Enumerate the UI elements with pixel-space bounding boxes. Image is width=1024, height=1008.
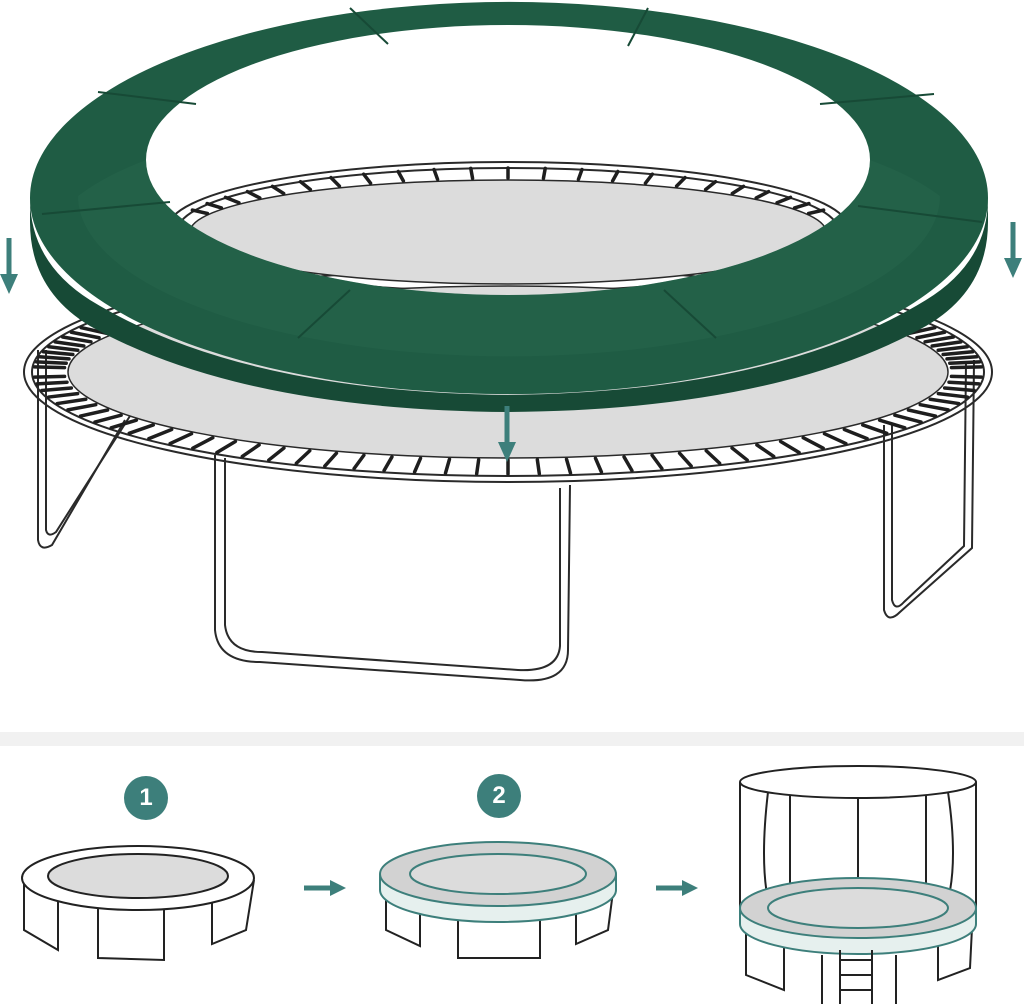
spring <box>936 345 970 352</box>
spring <box>55 397 88 406</box>
spring <box>93 413 123 424</box>
spring <box>941 349 975 357</box>
spring <box>190 208 210 216</box>
trampoline-without-pad-icon <box>21 845 255 962</box>
spring <box>947 380 981 386</box>
spring <box>191 435 215 450</box>
spring <box>861 423 889 436</box>
spring <box>215 439 238 455</box>
spring <box>541 166 547 181</box>
spring <box>945 355 979 361</box>
spring <box>942 386 976 393</box>
spring <box>109 418 139 430</box>
spring <box>842 427 869 441</box>
spring <box>127 423 155 436</box>
spring <box>792 201 811 210</box>
spring <box>78 408 110 418</box>
spring <box>267 446 286 462</box>
spring <box>41 349 75 357</box>
spring <box>352 453 366 471</box>
spring <box>949 374 984 379</box>
spring <box>730 184 746 196</box>
ladder-icon <box>839 950 873 1004</box>
spring <box>223 195 241 205</box>
spring <box>576 167 584 182</box>
down-arrow-icon <box>0 238 18 294</box>
spring <box>918 402 950 412</box>
down-arrow-icon <box>1004 222 1022 278</box>
spring <box>806 208 826 216</box>
spring <box>329 175 342 188</box>
spring <box>775 195 793 205</box>
spring <box>60 335 93 344</box>
spring <box>443 457 452 475</box>
frame-pad <box>29 1 989 412</box>
spring <box>936 391 970 399</box>
spring <box>893 413 923 424</box>
right-arrow-icon <box>304 880 346 896</box>
section-divider <box>0 732 1024 746</box>
spring <box>704 448 722 466</box>
spring <box>930 340 963 348</box>
springs-rear <box>190 166 826 216</box>
spring <box>40 386 74 393</box>
spring <box>432 167 440 182</box>
spring <box>53 340 86 348</box>
spring <box>564 457 573 475</box>
trampoline-with-pad-icon <box>379 841 617 959</box>
spring <box>361 172 373 185</box>
spring <box>801 435 825 450</box>
spring <box>35 380 69 386</box>
spring <box>906 408 938 418</box>
spring <box>923 335 956 344</box>
down-arrow-icon <box>498 406 516 462</box>
spring <box>643 172 655 185</box>
spring <box>915 330 947 340</box>
spring <box>245 189 262 200</box>
spring <box>396 169 406 183</box>
spring <box>205 201 224 210</box>
spring <box>32 365 67 370</box>
spring <box>703 179 718 192</box>
spring <box>778 439 801 455</box>
spring <box>34 360 68 365</box>
spring <box>46 345 80 352</box>
spring <box>674 175 687 188</box>
spring <box>593 456 604 474</box>
spring <box>294 448 312 466</box>
spring <box>240 443 261 459</box>
spring <box>66 402 98 412</box>
spring <box>949 365 984 370</box>
spring <box>948 360 982 365</box>
spring <box>323 451 339 468</box>
spring <box>147 427 174 441</box>
step-2-badge: 2 <box>477 774 521 818</box>
spring <box>32 374 67 379</box>
spring <box>469 166 475 181</box>
spring <box>822 431 848 446</box>
spring <box>730 446 749 462</box>
spring <box>412 456 423 474</box>
spring <box>677 451 693 468</box>
spring <box>168 431 194 446</box>
spring <box>69 330 101 340</box>
spring <box>37 355 71 361</box>
spring <box>535 458 542 476</box>
right-arrow-icon <box>656 880 698 896</box>
trampoline-with-enclosure-net-icon <box>739 765 977 1004</box>
spring <box>755 443 776 459</box>
spring <box>622 455 634 473</box>
spring <box>877 418 907 430</box>
spring <box>650 453 664 471</box>
spring <box>382 455 394 473</box>
step-1-badge: 1 <box>124 776 168 820</box>
spring <box>928 397 961 406</box>
spring <box>754 189 771 200</box>
spring <box>46 391 80 399</box>
spring <box>474 458 481 476</box>
spring <box>610 169 620 183</box>
spring <box>270 184 286 196</box>
spring <box>298 179 313 192</box>
